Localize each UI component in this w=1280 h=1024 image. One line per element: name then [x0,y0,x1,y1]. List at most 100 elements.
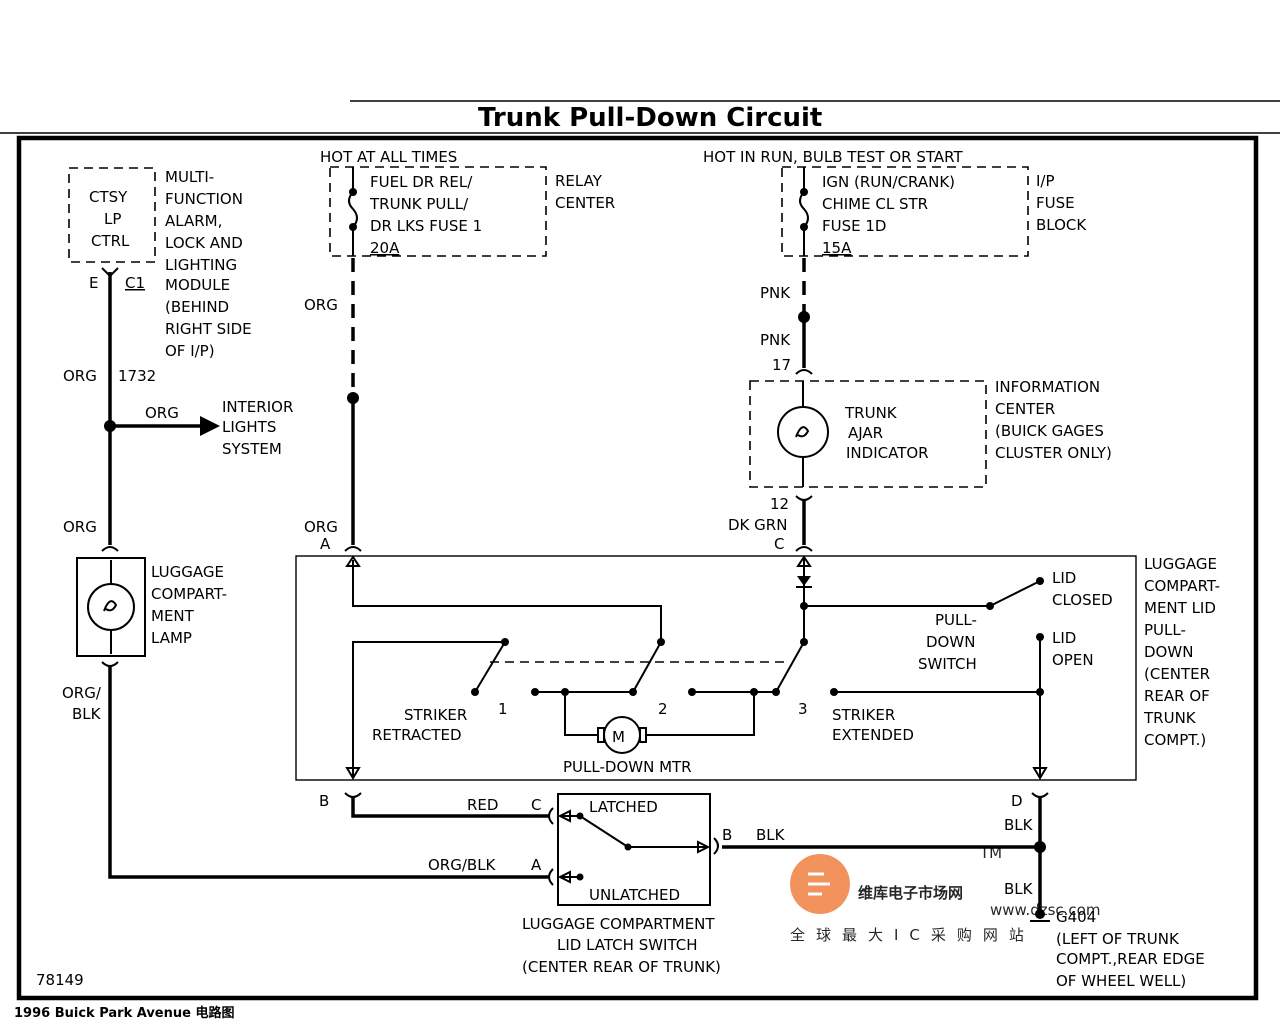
connector-c-latch-label: C [531,796,541,814]
pulldown-switch-label: PULL- DOWN SWITCH [918,611,977,673]
wire-org-blk [108,666,548,879]
connector-a-label: A [320,535,331,553]
ip-fuse-box [781,166,1029,257]
connector-b-symbol [344,792,362,798]
internal-wire-a [352,560,662,642]
motor-icon [603,716,641,754]
lamp-connector-top [101,546,119,552]
latch-arrow-b [697,840,711,854]
svg-text:RELAY: RELAY [555,172,603,190]
svg-text:I/P: I/P [1036,172,1055,190]
svg-text:RIGHT SIDE: RIGHT SIDE [165,320,252,338]
svg-text:COMPART-: COMPART- [151,585,227,603]
relay-center-box [329,166,547,257]
wire-red [351,797,548,818]
hot-at-all-times-label: HOT AT ALL TIMES [320,148,457,166]
ground-name: G404 [1056,908,1096,926]
svg-text:CENTER: CENTER [555,194,615,212]
lamp-label: LUGGAGE COMPART- MENT LAMP [151,563,227,647]
pin-17-label: 17 [772,356,791,374]
wire-org-label-interior: ORG [145,404,179,422]
connector-17-symbol [795,369,813,375]
svg-text:EXTENDED: EXTENDED [832,726,914,744]
relay-center-label: RELAY CENTER [555,172,615,212]
svg-text:COMPT.,REAR EDGE: COMPT.,REAR EDGE [1056,950,1205,968]
arrow-d-out [1032,767,1048,780]
latched-label: LATCHED [589,798,658,816]
watermark-brand: 维库电子市场网 [858,884,963,902]
svg-text:REAR OF: REAR OF [1144,687,1210,705]
svg-text:(BUICK GAGES: (BUICK GAGES [995,422,1104,440]
svg-text:STRIKER: STRIKER [404,706,467,724]
svg-text:INTERIOR: INTERIOR [222,398,293,416]
watermark-url: www.dzsc.com [990,901,1100,919]
svg-text:SYSTEM: SYSTEM [222,440,282,458]
motor-bus-dot-1 [531,688,539,696]
wire-1732-label: 1732 [118,367,156,385]
wire-pnk-label-1: PNK [760,284,791,302]
watermark-tagline: 全球最大IC采购网站 [790,926,1035,944]
connector-d-symbol [1031,792,1049,798]
svg-text:LP: LP [104,210,121,228]
svg-text:CLOSED: CLOSED [1052,591,1113,609]
sw2-blade [632,641,662,693]
connector-c-latch-symbol [548,807,554,825]
svg-text:FUSE: FUSE [1036,194,1075,212]
wire-org-label-2: ORG [63,518,97,536]
ground-location-label: (LEFT OF TRUNK COMPT.,REAR EDGE OF WHEEL… [1056,930,1205,990]
svg-text:OF I/P): OF I/P) [165,342,215,360]
connector-d-label: D [1011,792,1023,810]
wire-orgblk-label-1: ORG/ [62,684,102,702]
svg-text:COMPART-: COMPART- [1144,577,1220,595]
lamp-bulb-icon [87,583,135,631]
wire-dkgrn-label: DK GRN [728,516,787,534]
striker-extended-label: STRIKER EXTENDED [832,706,914,744]
svg-text:LID: LID [1052,569,1076,587]
connector-a-latch-symbol [548,868,554,886]
svg-text:LID: LID [1052,629,1076,647]
connector-b-latch-symbol [713,837,719,855]
arrow-interior-lights [200,416,220,436]
svg-text:FUEL DR REL/: FUEL DR REL/ [370,173,473,191]
pulldown-module-box [295,555,1137,781]
lid-closed-label: LID CLOSED [1052,569,1113,609]
svg-text:(LEFT OF TRUNK: (LEFT OF TRUNK [1056,930,1180,948]
switch-1-label: 1 [498,700,508,718]
svg-text:CLUSTER ONLY): CLUSTER ONLY) [995,444,1112,462]
lamp-connector-bottom [101,661,119,667]
svg-text:RETRACTED: RETRACTED [372,726,462,744]
svg-text:LUGGAGE COMPARTMENT: LUGGAGE COMPARTMENT [522,915,715,933]
svg-text:LUGGAGE: LUGGAGE [1144,555,1217,573]
sw1-bottom-contact [471,688,479,696]
svg-text:FUSE 1D: FUSE 1D [822,217,886,235]
pin-12-label: 12 [770,495,789,513]
lamp-filament [103,600,118,612]
motor-wire-left [564,692,598,736]
svg-text:INFORMATION: INFORMATION [995,378,1100,396]
striker-extended-contact [830,688,838,696]
svg-text:STRIKER: STRIKER [832,706,895,724]
svg-text:DOWN: DOWN [1144,643,1193,661]
latch-switch-blade [579,815,629,848]
connector-a-latch-label: A [531,856,542,874]
svg-text:CHIME CL STR: CHIME CL STR [822,195,928,213]
svg-text:(CENTER REAR OF TRUNK): (CENTER REAR OF TRUNK) [522,958,721,976]
pulldown-switch-blade [989,580,1041,607]
wire-org-label-relay: ORG [304,296,338,314]
wire-blk-label-latch: BLK [756,826,786,844]
svg-text:COMPT.): COMPT.) [1144,731,1206,749]
hot-in-run-label: HOT IN RUN, BULB TEST OR START [703,148,963,166]
motor-wire-right [646,692,755,736]
internal-wire-b [352,641,505,776]
wire-pnk-label-2: PNK [760,331,791,349]
diagram-frame [16,135,1259,1001]
svg-text:LID LATCH SWITCH: LID LATCH SWITCH [557,936,698,954]
svg-text:ALARM,: ALARM, [165,212,222,230]
arrow-a-in [345,555,361,567]
connector-b-latch-label: B [722,826,732,844]
ground-icon [1035,909,1045,919]
svg-text:15A: 15A [822,239,852,257]
wire-orgblk-label-2: BLK [72,705,102,723]
svg-text:LAMP: LAMP [151,629,192,647]
